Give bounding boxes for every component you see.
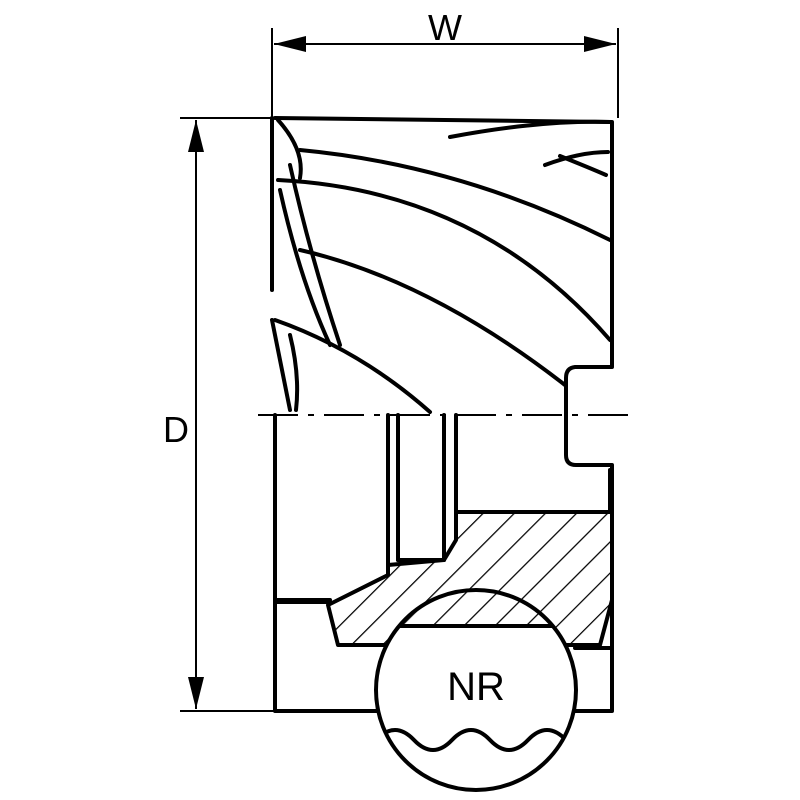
width-arrow-right [584,36,616,52]
width-arrow-left [274,36,306,52]
cutter-outline-upper [273,116,614,514]
helical-flutes [270,118,612,414]
diameter-label: D [163,409,189,450]
diameter-arrow-top [188,120,204,152]
diameter-arrow-bottom [188,677,204,709]
detail-label: NR [447,665,505,709]
width-label: W [428,7,462,48]
width-dimension: W [271,7,619,118]
diameter-dimension: D [163,117,276,712]
